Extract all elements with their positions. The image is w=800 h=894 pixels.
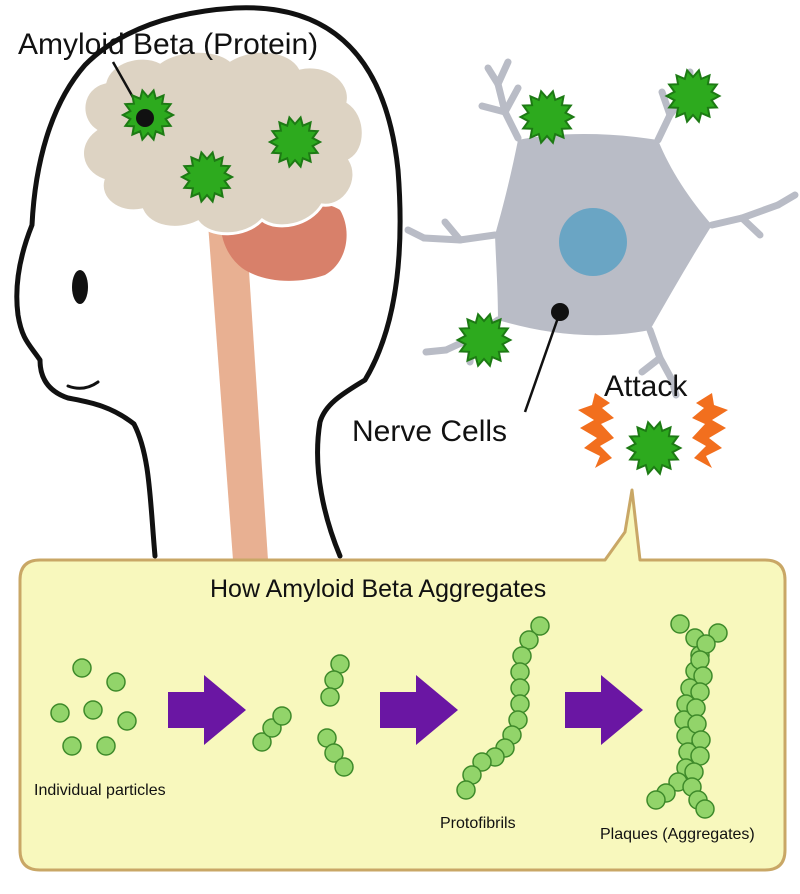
leader-dot-amyloid [136, 109, 154, 127]
particle [512, 646, 532, 666]
amyloid-beta-icon [518, 89, 576, 145]
label-individual-particles: Individual particles [34, 782, 166, 799]
particle [646, 790, 666, 810]
stage-arrow-icon [380, 675, 458, 745]
particle [708, 623, 728, 643]
amyloid-beta-icon [625, 420, 683, 476]
amyloid-beta-icon [455, 312, 513, 368]
panel-title: How Amyloid Beta Aggregates [210, 575, 547, 603]
particle [690, 650, 710, 670]
particle [691, 730, 711, 750]
stage-arrows [168, 675, 643, 745]
particle [472, 752, 492, 772]
particle [690, 682, 710, 702]
leader-line-nerve [523, 311, 562, 413]
particle [106, 672, 126, 692]
particle [272, 706, 292, 726]
particle [456, 780, 476, 800]
stage-arrow-icon [565, 675, 643, 745]
amyloid-beta-icon [179, 150, 235, 204]
aggregation-panel [18, 488, 787, 872]
label-plaques: Plaques (Aggregates) [600, 826, 755, 843]
particle [519, 630, 539, 650]
attack-bolts [578, 393, 728, 468]
particle [50, 703, 70, 723]
particle [96, 736, 116, 756]
particle [324, 670, 344, 690]
head-outline [14, 5, 403, 559]
particle [687, 714, 707, 734]
particle [695, 799, 715, 819]
amyloid-beta-icon [267, 115, 323, 169]
particle [252, 732, 272, 752]
label-attack: Attack [604, 370, 688, 403]
leader-dot-nerve [551, 303, 569, 321]
attack-bolt-icon [692, 393, 728, 468]
label-protofibrils: Protofibrils [440, 815, 516, 832]
particle [117, 711, 137, 731]
eye [72, 270, 88, 304]
stage-arrow-icon [168, 675, 246, 745]
mouth [66, 380, 100, 390]
label-nerve-cells: Nerve Cells [352, 415, 508, 448]
particle [686, 698, 706, 718]
particle [324, 743, 344, 763]
particles-group [50, 614, 728, 819]
nucleus [559, 208, 627, 276]
label-amyloid-beta: Amyloid Beta (Protein) [18, 28, 319, 61]
particle [670, 614, 690, 634]
amyloid-beta-icon [664, 68, 722, 124]
particle [693, 666, 713, 686]
particle [62, 736, 82, 756]
particle [83, 700, 103, 720]
particle [320, 687, 340, 707]
amyloid-group [120, 68, 722, 476]
particle [530, 616, 550, 636]
brainstem [207, 210, 268, 560]
particle [334, 757, 354, 777]
particle [72, 658, 92, 678]
particle [510, 694, 530, 714]
attack-bolt-icon [578, 393, 614, 468]
